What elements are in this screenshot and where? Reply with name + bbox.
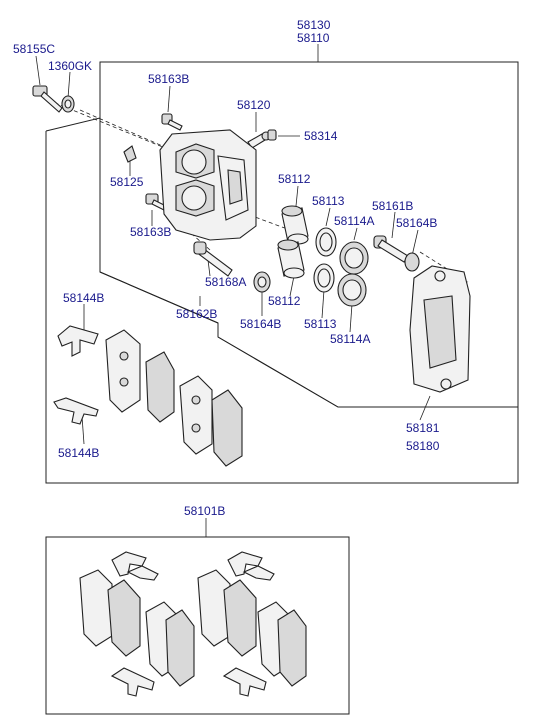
label-58112-low: 58112	[268, 294, 301, 308]
label-58314: 58314	[304, 129, 338, 143]
cap-58314	[267, 129, 277, 141]
clip-58144b-top	[57, 325, 99, 357]
leader-58112-low	[289, 275, 295, 297]
leader-58163b-top	[167, 85, 171, 113]
label-58164b-mid: 58164B	[240, 317, 281, 331]
label-58168a: 58168A	[205, 275, 246, 289]
brake-pad-3	[179, 375, 213, 455]
label-58155c: 58155C	[13, 42, 55, 56]
boot-58114a-top-inner	[344, 247, 364, 269]
label-58114a-top: 58114A	[334, 214, 374, 228]
leader-58161b	[391, 211, 396, 239]
pad-kit-frame	[45, 536, 350, 715]
washer-1360gk	[61, 95, 75, 113]
bleeder-bolt-58163b-top	[161, 113, 183, 131]
brake-pad-2	[145, 351, 175, 423]
guide-pin-58168a	[193, 241, 233, 277]
label-58112-top: 58112	[278, 172, 311, 186]
leader-1360gk	[67, 71, 71, 99]
assembly-dashline-guide	[419, 251, 469, 283]
seal-58113-top-inner	[319, 232, 333, 252]
label-1360gk: 1360GK	[48, 59, 92, 73]
guide-pin-58161b	[373, 235, 409, 263]
label-58114a-low: 58114A	[330, 332, 370, 346]
boot-58164b-mid	[253, 271, 271, 293]
label-58161b: 58161B	[372, 199, 413, 213]
brake-pad-1	[105, 329, 141, 413]
seal-58113-low-inner	[317, 268, 331, 288]
label-58180: 58180	[406, 439, 440, 453]
caliper-body	[159, 129, 257, 241]
label-58164b-right: 58164B	[396, 216, 437, 230]
pad-kit-right	[197, 551, 307, 697]
label-58125: 58125	[110, 175, 144, 189]
bleeder-screw-58120	[247, 131, 271, 149]
label-58163b-top: 58163B	[148, 72, 189, 86]
leader-58112-top	[295, 185, 299, 207]
boot-58114a-low-inner	[342, 279, 362, 301]
label-58162b: 58162B	[176, 307, 217, 321]
label-58120: 58120	[237, 98, 271, 112]
leader-58155c	[35, 55, 41, 86]
leader-58113-top	[325, 207, 331, 227]
bolt-58155c	[32, 85, 63, 113]
label-58163b-low: 58163B	[130, 225, 171, 239]
leader-58181	[419, 395, 431, 421]
brake-assembly-frame	[45, 62, 519, 484]
leader-58164b-right	[411, 229, 419, 257]
label-58101b: 58101B	[184, 504, 225, 518]
leader-58114a-low	[349, 303, 353, 333]
label-58113-low: 58113	[304, 317, 337, 331]
pad-kit-left	[79, 551, 195, 697]
leader-58114a-top	[353, 227, 358, 241]
piston-58112-low	[277, 239, 305, 279]
clip-58144b-low	[53, 397, 99, 425]
label-58181: 58181	[406, 421, 440, 435]
leader-58168a	[207, 259, 211, 277]
label-58130: 58130	[297, 18, 331, 32]
cap-58125	[123, 145, 137, 163]
leader-58113-low	[321, 289, 325, 319]
carrier-bracket-58181	[409, 265, 471, 393]
leader-58144b-low	[81, 415, 85, 445]
label-58110: 58110	[297, 31, 330, 45]
label-58113-top: 58113	[312, 194, 345, 208]
boot-58164b-right	[404, 252, 420, 272]
piston-58112-top	[281, 205, 309, 245]
label-58144b-low: 58144B	[58, 446, 99, 460]
brake-pad-4	[211, 389, 243, 467]
label-58144b-top: 58144B	[63, 291, 104, 305]
